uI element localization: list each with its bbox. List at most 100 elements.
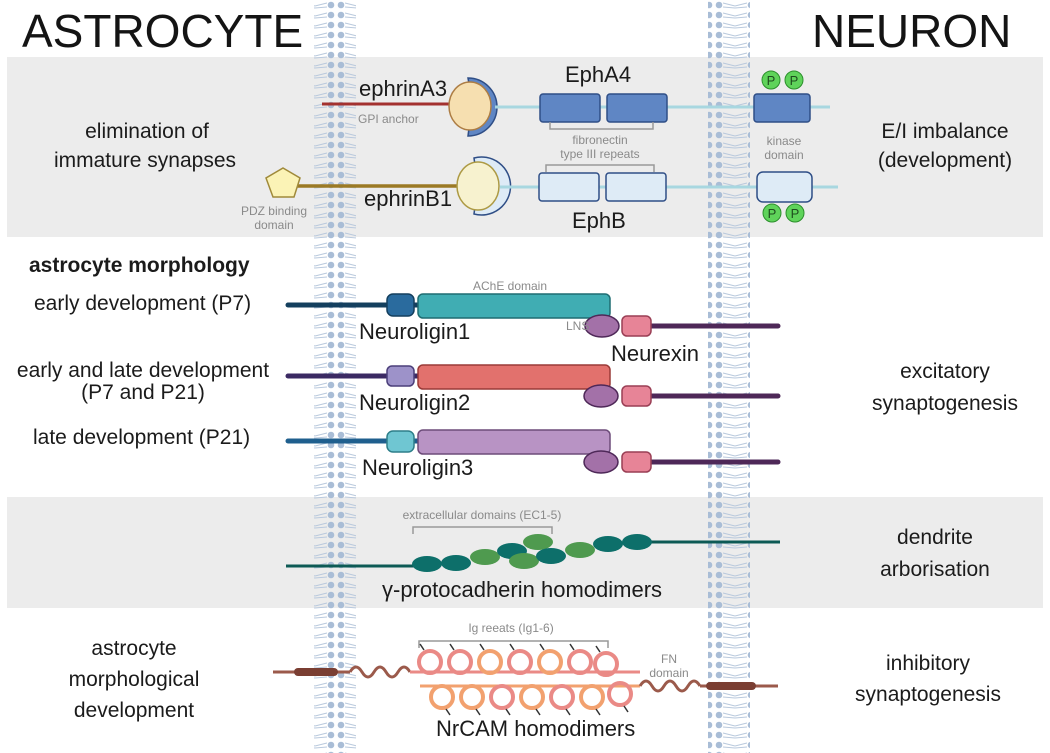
pdz-binding-domain	[265, 167, 301, 198]
disulfide-tick	[505, 708, 511, 716]
panel3-right-line1: dendrite	[897, 526, 973, 549]
phospho-label: P	[790, 73, 799, 88]
ephrinA3-ligand	[448, 81, 492, 131]
disulfide-tick	[569, 643, 575, 651]
protocadherin-label: γ-protocadherin homodimers	[382, 577, 662, 602]
disulfide-tick	[479, 643, 485, 651]
fibronectin-label-line2: type III repeats	[560, 147, 639, 161]
neurexin3-pink-domain	[621, 451, 652, 473]
phospho-group	[762, 203, 782, 223]
protocadherin-ec-domain	[536, 548, 566, 564]
neuroligin1-small-domain	[386, 293, 415, 317]
fibronectin-bracket-top	[549, 122, 654, 130]
neuroligin2-ache-domain	[417, 364, 611, 390]
nrcam-ig-loop	[593, 651, 619, 677]
phospho-label: P	[768, 206, 777, 221]
ache-domain-label: AChE domain	[473, 279, 547, 293]
ig-repeats-label: Ig reeats (Ig1-6)	[468, 621, 553, 635]
neuroligin3-label: Neuroligin3	[362, 455, 473, 480]
nrcam-ig-loop	[519, 684, 545, 710]
ig-bracket	[418, 640, 609, 648]
nrcam-right-tm	[706, 682, 756, 690]
ephb-fn-repeat-1	[538, 172, 600, 202]
ec-domains-label: extracellular domains (EC1-5)	[403, 508, 562, 522]
phospho-label: P	[791, 206, 800, 221]
fibronectin-bracket-bottom	[545, 164, 655, 172]
neurexin1-lns-domain	[584, 314, 620, 338]
nrcam-left-fn-domain	[348, 665, 412, 679]
panel4-right-line2: synaptogenesis	[855, 683, 1001, 706]
neurexin1-pink-domain	[621, 315, 652, 337]
phospho-group	[784, 70, 804, 90]
ephrinB1-ligand	[456, 161, 500, 211]
panel4-left-line1: astrocyte	[91, 637, 176, 660]
nrcam-ig-loop	[607, 681, 633, 707]
phospho-label: P	[767, 73, 776, 88]
pdz-label-line1: PDZ binding	[241, 204, 307, 218]
ephb-label: EphB	[572, 208, 626, 233]
protocadherin-ec-domain	[441, 555, 471, 571]
fn-domain-label-line2: domain	[649, 666, 688, 680]
epha4-fn-repeat-1	[539, 93, 601, 123]
neurexin3-lns-domain	[583, 450, 619, 474]
pdz-label-line2: domain	[254, 218, 293, 232]
protocadherin-ec-domain	[523, 534, 553, 550]
protocadherin-ec-domain	[412, 556, 442, 572]
protocadherin-ec-domain	[593, 536, 623, 552]
neuroligin1-ache-domain	[417, 293, 611, 319]
kinase-domain-label-line2: domain	[764, 148, 803, 162]
disulfide-tick	[509, 643, 515, 651]
row2-label-line2: (P7 and P21)	[81, 381, 205, 404]
ec-bracket	[412, 526, 553, 534]
protocadherin-ec-domain	[470, 549, 500, 565]
neuroligin2-label: Neuroligin2	[359, 390, 470, 415]
panel3-right-line2: arborisation	[880, 558, 990, 581]
neuroligin2-small-domain	[386, 365, 415, 387]
nrcam-ig-loop	[579, 684, 605, 710]
nrcam-ig-loops	[417, 649, 633, 710]
panel1-left-line2: immature synapses	[54, 149, 236, 172]
protocadherin-ec-domain	[565, 542, 595, 558]
ephrinB1-label: ephrinB1	[364, 186, 452, 211]
neurexin2-pink-domain	[621, 385, 652, 407]
nrcam-ig-loop	[549, 684, 575, 710]
protocadherin-ec-domain	[509, 553, 539, 569]
disulfide-tick	[595, 645, 601, 653]
panel2-right-line1: excitatory	[900, 360, 990, 383]
epha4-label: EphA4	[565, 62, 631, 87]
kinase-domain-label-line1: kinase	[767, 134, 802, 148]
gpi-anchor-label: GPI anchor	[358, 112, 419, 126]
phospho-group	[761, 70, 781, 90]
nrcam-ig-loop	[507, 649, 533, 675]
disulfide-tick	[595, 708, 601, 716]
astrocyte-morphology-heading: astrocyte morphology	[29, 254, 250, 277]
epha4-fn-repeat-2	[606, 93, 668, 123]
neurexin2-lns-domain	[583, 384, 619, 408]
ephb-kinase-domain	[756, 171, 813, 203]
row2-label-line1: early and late development	[17, 359, 269, 382]
disulfide-tick	[535, 708, 541, 716]
fibronectin-label-line1: fibronectin	[572, 133, 627, 147]
nrcam-ig-loop	[537, 649, 563, 675]
panel-ephrin-bg	[7, 57, 1043, 237]
nrcam-left-tm	[294, 668, 338, 676]
nrcam-ig-loop	[477, 649, 503, 675]
disulfide-tick	[539, 643, 545, 651]
panel4-left-line3: development	[74, 699, 194, 722]
neuroligin3-small-domain	[386, 430, 415, 453]
neuroligin1-label: Neuroligin1	[359, 319, 470, 344]
ephb-fn-repeat-2	[605, 172, 667, 202]
neurexin-label: Neurexin	[611, 341, 699, 366]
ephrinA3-label: ephrinA3	[359, 76, 447, 101]
disulfide-tick	[449, 643, 455, 651]
disulfide-tick	[475, 708, 481, 716]
neuroligin3-ache-domain	[417, 429, 611, 455]
nrcam-ig-loop	[429, 684, 455, 710]
nrcam-right-fn-domain	[638, 679, 702, 693]
nrcam-label: NrCAM homodimers	[436, 716, 635, 741]
disulfide-tick	[623, 705, 629, 713]
panel1-right-line1: E/I imbalance	[881, 120, 1008, 143]
nrcam-disulfide-ticks	[419, 643, 629, 716]
